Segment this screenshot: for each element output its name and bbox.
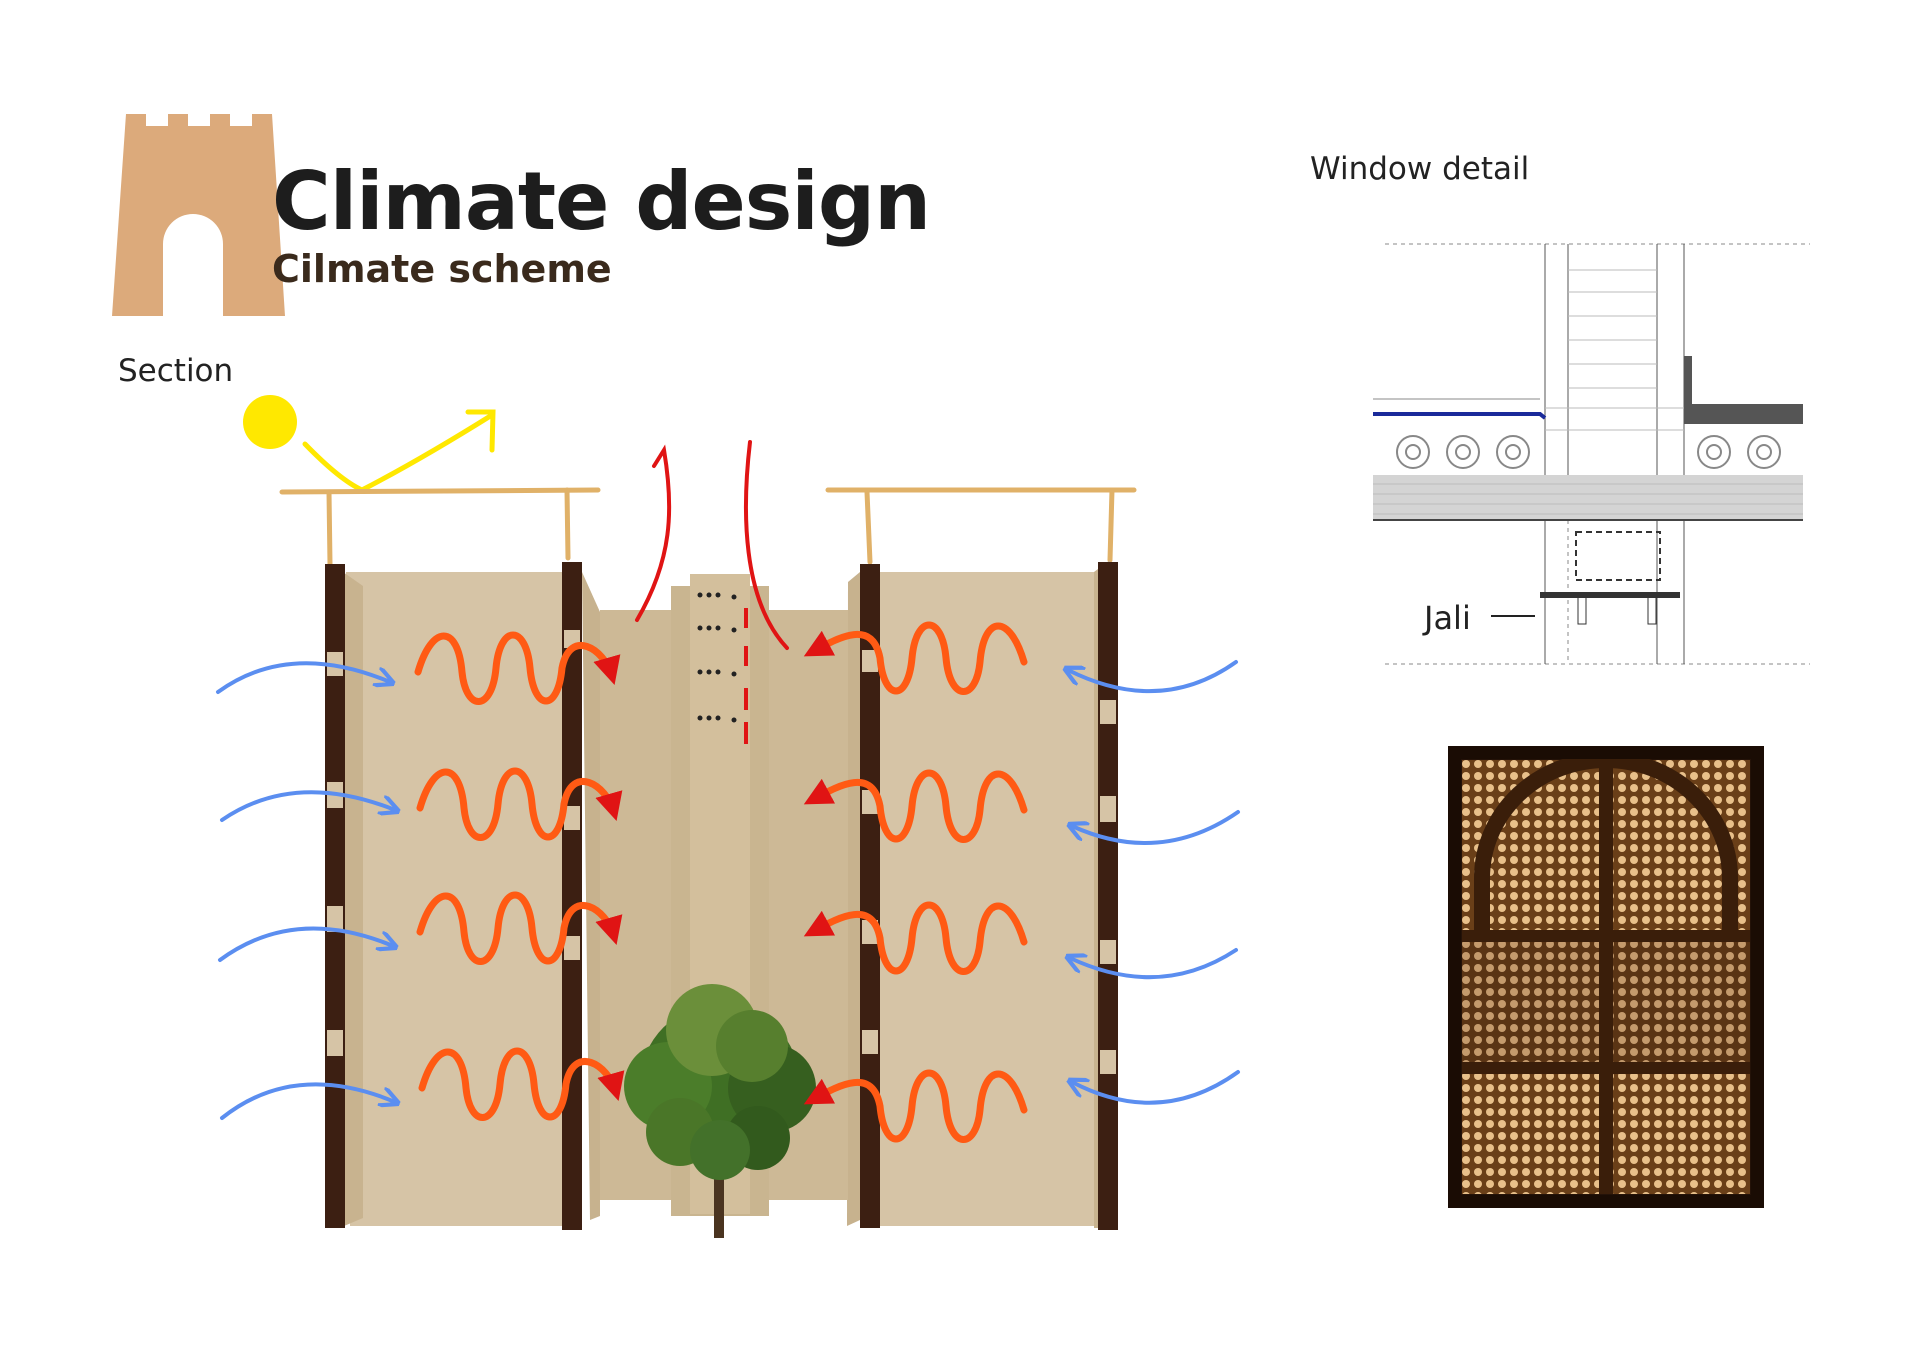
window-detail-label: Window detail [1310,151,1530,187]
red-heat-wave-icon [416,767,623,841]
red-heat-wave-icon [803,1069,1028,1143]
blue-wind-arrow-icon [218,926,393,962]
section-diagram [216,395,1240,1238]
yellow-reflection-arrow-icon [302,412,495,493]
page-title: Climate design [272,155,931,248]
tree-icon [624,984,816,1238]
roof-canopy-right [825,487,1137,565]
hot-air-exhaust-right [744,440,789,650]
sun-icon [243,395,297,449]
section-label: Section [118,353,234,389]
red-heat-wave-icon [418,1047,625,1121]
hot-air-exhaust-left [635,444,672,622]
blue-wind-arrow-icon [220,1082,395,1120]
blue-wind-arrow-icon [1072,1070,1240,1105]
blue-wind-arrow-icon [220,790,395,822]
red-heat-wave-icon [414,631,621,705]
red-heat-wave-icon [416,891,623,965]
window-detail-drawing [1373,243,1810,665]
blue-wind-arrow-icon [1068,660,1238,694]
jali-label: Jali [1424,599,1471,637]
blue-wind-arrow-icon [216,661,390,694]
blue-wind-arrow-icon [1070,948,1238,980]
red-heat-wave-icon [803,901,1028,975]
page-subtitle: Cilmate scheme [272,247,612,291]
red-heat-wave-icon [803,621,1028,695]
jali-screen-image [1448,746,1764,1208]
red-heat-wave-icon [803,769,1028,843]
wind-tower-vents [697,592,737,723]
castle-gate-icon [112,114,285,316]
blue-wind-arrow-icon [1072,810,1240,846]
roof-canopy-left [279,487,601,567]
